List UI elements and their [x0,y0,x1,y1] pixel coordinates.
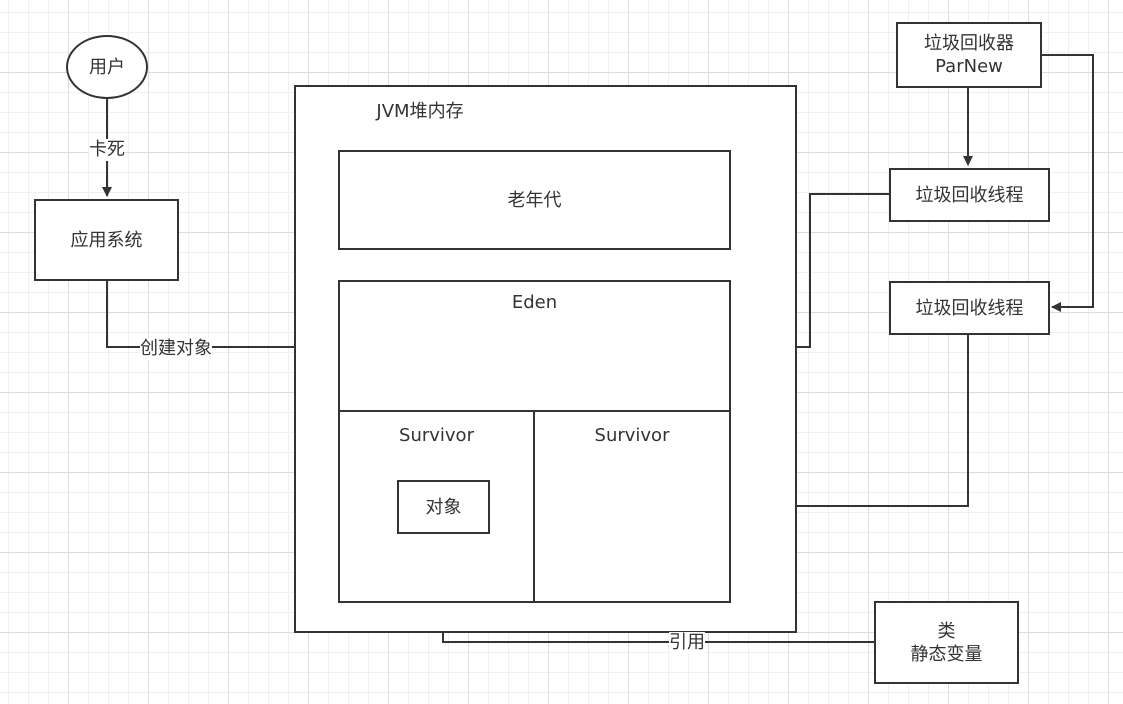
gc-thread-bottom-node: 垃圾回收线程 [889,281,1050,335]
gc-thread-top-label: 垃圾回收线程 [915,184,1024,206]
user-label: 用户 [89,56,125,78]
app-system-label: 应用系统 [70,229,143,251]
eden-region: Eden [338,280,731,412]
gc-collector-node: 垃圾回收器 ParNew [896,22,1042,88]
user-node: 用户 [66,35,148,99]
old-generation-node: 老年代 [338,150,731,250]
class-static-variable-node: 类 静态变量 [874,601,1019,684]
class-label-line2: 静态变量 [910,643,983,665]
edge-label-freeze: 卡死 [89,139,125,161]
edge-label-reference: 引用 [669,632,705,654]
survivor-right-title: Survivor [594,425,670,446]
edge-collector-to-thread-bottom [1041,54,1094,312]
app-system-node: 应用系统 [34,199,179,281]
eden-title: Eden [511,292,558,313]
object-label: 对象 [425,496,462,518]
jvm-heap-title: JVM堆内存 [376,101,464,122]
edge-app-to-eden [106,281,337,352]
gc-collector-label-line2: ParNew [935,56,1003,77]
gc-thread-bottom-label: 垃圾回收线程 [915,297,1024,319]
edge-label-create-object: 创建对象 [140,338,212,360]
old-generation-label: 老年代 [507,189,562,211]
gc-thread-top-node: 垃圾回收线程 [889,168,1050,222]
survivor-right-region: Survivor [533,410,731,603]
object-node: 对象 [397,480,490,534]
survivor-left-title: Survivor [399,425,474,446]
class-label-line1: 类 [937,620,956,642]
gc-collector-label-line1: 垃圾回收器 [924,33,1014,54]
edge-thread-bottom-to-survivor [732,334,969,511]
